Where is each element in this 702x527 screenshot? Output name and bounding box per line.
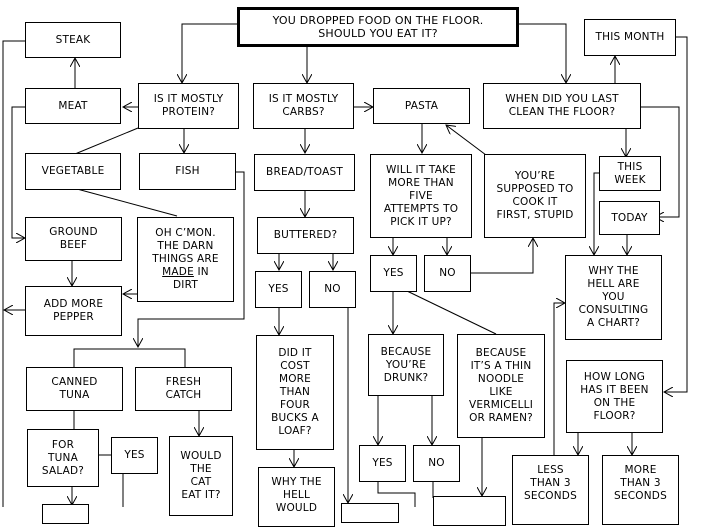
node-consulting-chart-text: WHY THE HELL ARE YOU CONSULTING A CHART? <box>578 265 649 329</box>
node-five-attempts-text: WILL IT TAKE MORE THAN FIVE ATTEMPTS TO … <box>383 163 459 228</box>
node-cat-eat: WOULD THE CAT EAT IT? <box>169 436 233 516</box>
node-partial-bottom-1 <box>42 504 89 524</box>
node-this-week: THIS WEEK <box>599 156 661 191</box>
node-drunk-text: BECAUSE YOU’RE DRUNK? <box>380 345 432 384</box>
node-how-long: HOW LONG HAS IT BEEN ON THE FLOOR? <box>566 360 663 433</box>
node-ground-beef: GROUND BEEF <box>25 217 122 261</box>
node-add-pepper: ADD MORE PEPPER <box>25 286 122 336</box>
node-more-3-text: MORE THAN 3 SECONDS <box>614 464 667 502</box>
node-four-bucks: DID IT COST MORE THAN FOUR BUCKS A LOAF? <box>256 335 334 450</box>
node-vegetable-text: VEGETABLE <box>41 165 105 177</box>
node-canned-tuna: CANNED TUNA <box>26 367 123 411</box>
node-fresh-catch-text: FRESH CATCH <box>165 376 202 401</box>
node-this-week-text: THIS WEEK <box>614 160 646 186</box>
node-attempts-yes-text: YES <box>383 267 404 279</box>
line-fish-split <box>138 171 245 347</box>
node-ground-beef-text: GROUND BEEF <box>49 226 98 251</box>
node-today: TODAY <box>599 201 660 235</box>
node-today-text: TODAY <box>611 211 648 224</box>
node-fresh-catch: FRESH CATCH <box>135 367 232 411</box>
start-question: YOU DROPPED FOOD ON THE FLOOR. SHOULD YO… <box>237 7 519 47</box>
node-pasta: PASTA <box>373 88 470 124</box>
arrow-meat-ground <box>11 106 25 238</box>
node-meat-text: MEAT <box>58 99 88 112</box>
node-cook-first: YOU’RE SUPPOSED TO COOK IT FIRST, STUPID <box>484 154 586 238</box>
node-consulting-chart: WHY THE HELL ARE YOU CONSULTING A CHART? <box>565 255 662 340</box>
node-drunk-yes: YES <box>359 445 406 482</box>
node-made-in-dirt-text: OH C’MON. THE DARN THINGS ARE MADE IN DI… <box>152 227 219 292</box>
node-bread-text: BREAD/TOAST <box>266 166 343 178</box>
node-cook-first-text: YOU’RE SUPPOSED TO COOK IT FIRST, STUPID <box>496 170 574 221</box>
node-buttered-yes-text: YES <box>268 283 289 295</box>
node-buttered-no: NO <box>309 271 356 308</box>
start-question-text: YOU DROPPED FOOD ON THE FLOOR. SHOULD YO… <box>272 14 484 40</box>
arrow-cook-pasta <box>446 125 487 156</box>
node-tuna-yes: YES <box>111 437 158 474</box>
node-canned-tuna-text: CANNED TUNA <box>51 376 98 401</box>
line-protein-veg <box>74 127 139 155</box>
node-buttered-yes: YES <box>255 271 302 308</box>
node-add-pepper-text: ADD MORE PEPPER <box>43 298 104 323</box>
line-split-branches <box>73 348 186 367</box>
node-less-3-text: LESS THAN 3 SECONDS <box>524 464 577 502</box>
node-fish: FISH <box>139 153 236 190</box>
arrow-week-chart <box>594 172 599 255</box>
node-why-hell-would-text: WHY THE HELL WOULD <box>271 476 322 514</box>
arrow-into-chart <box>553 303 565 507</box>
line-veg-dirt <box>76 188 178 217</box>
node-drunk-yes-text: YES <box>372 457 393 469</box>
line-drunk-yes-out <box>377 481 416 507</box>
node-buttered-no-text: NO <box>324 283 341 295</box>
node-drunk: BECAUSE YOU’RE DRUNK? <box>368 334 444 396</box>
node-made-in-dirt: OH C’MON. THE DARN THINGS ARE MADE IN DI… <box>137 217 234 302</box>
node-cat-eat-text: WOULD THE CAT EAT IT? <box>180 450 222 501</box>
node-protein: IS IT MOSTLY PROTEIN? <box>138 83 239 129</box>
node-tuna-salad-text: FOR TUNA SALAD? <box>41 438 85 477</box>
arrow-start-floor <box>518 23 566 83</box>
node-less-3: LESS THAN 3 SECONDS <box>512 455 589 525</box>
dirt-text-post: IN DIRT <box>173 266 209 291</box>
node-five-attempts: WILL IT TAKE MORE THAN FIVE ATTEMPTS TO … <box>370 154 472 238</box>
node-carbs-text: IS IT MOSTLY CARBS? <box>268 93 339 118</box>
node-drunk-no: NO <box>413 445 460 482</box>
node-steak-text: STEAK <box>55 33 91 46</box>
node-clean-floor-text: WHEN DID YOU LAST CLEAN THE FLOOR? <box>505 93 619 118</box>
node-more-3: MORE THAN 3 SECONDS <box>602 455 679 525</box>
node-bread: BREAD/TOAST <box>254 154 355 191</box>
node-pasta-text: PASTA <box>404 99 439 112</box>
dirt-text-made: MADE <box>162 266 194 278</box>
node-buttered-text: BUTTERED? <box>273 229 338 241</box>
arrow-start-protein <box>182 23 237 83</box>
node-how-long-text: HOW LONG HAS IT BEEN ON THE FLOOR? <box>580 370 649 422</box>
line-yes-noodle <box>406 290 497 335</box>
node-buttered: BUTTERED? <box>257 217 354 254</box>
node-four-bucks-text: DID IT COST MORE THAN FOUR BUCKS A LOAF? <box>271 347 319 437</box>
arrow-floor-today <box>641 106 680 217</box>
node-partial-bottom-3 <box>433 496 506 526</box>
node-attempts-no: NO <box>424 255 471 292</box>
arrow-month-howlong <box>664 36 688 392</box>
node-meat: MEAT <box>25 88 121 124</box>
dirt-text-pre: OH C’MON. THE DARN THINGS ARE <box>152 227 219 265</box>
node-carbs: IS IT MOSTLY CARBS? <box>253 83 354 129</box>
node-tuna-yes-text: YES <box>124 449 145 461</box>
node-vegetable: VEGETABLE <box>25 153 121 190</box>
node-steak: STEAK <box>25 22 121 58</box>
line-steak-rail <box>2 40 25 507</box>
node-clean-floor: WHEN DID YOU LAST CLEAN THE FLOOR? <box>483 83 641 129</box>
node-why-hell-would: WHY THE HELL WOULD <box>258 467 335 527</box>
node-attempts-no-text: NO <box>439 267 456 279</box>
connector-lines <box>2 23 688 507</box>
node-attempts-yes: YES <box>370 255 417 292</box>
node-fish-text: FISH <box>175 165 200 177</box>
node-this-month-text: THIS MONTH <box>595 31 665 43</box>
node-thin-noodle: BECAUSE IT’S A THIN NOODLE LIKE VERMICEL… <box>457 334 545 438</box>
node-thin-noodle-text: BECAUSE IT’S A THIN NOODLE LIKE VERMICEL… <box>468 347 534 424</box>
node-partial-bottom-2 <box>341 503 399 523</box>
node-tuna-salad: FOR TUNA SALAD? <box>27 429 99 487</box>
node-this-month: THIS MONTH <box>584 19 676 56</box>
node-drunk-no-text: NO <box>428 457 445 469</box>
arrow-no-cook <box>471 238 533 274</box>
node-protein-text: IS IT MOSTLY PROTEIN? <box>153 93 224 118</box>
